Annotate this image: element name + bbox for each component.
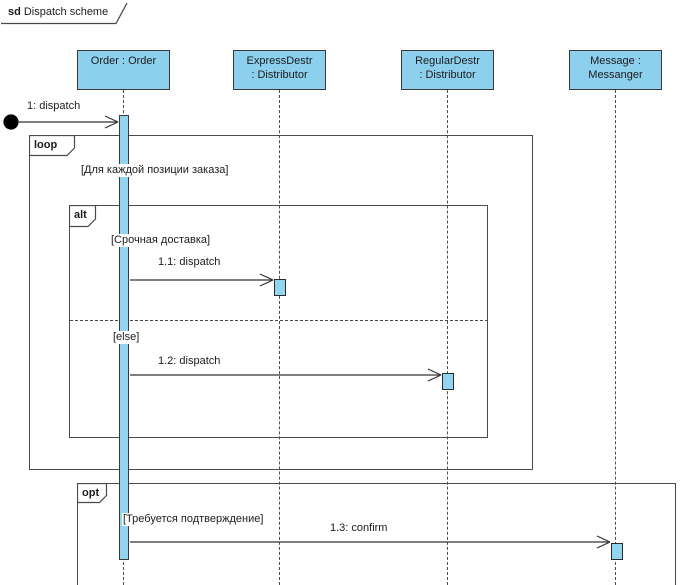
fragment-loop-operator-tab[interactable]: loop (29, 135, 76, 157)
lifeline-label: : Distributor (419, 69, 476, 81)
found-message-circle[interactable] (3, 114, 19, 130)
alt-guard-urgent-label[interactable]: [Срочная доставка] (110, 234, 212, 247)
alt-guard-else-label[interactable]: [else] (112, 331, 141, 344)
fragment-opt-operator-tab[interactable]: opt (77, 483, 108, 504)
frame-name: Dispatch scheme (23, 6, 109, 18)
lifeline-label: Order : Order (90, 55, 157, 67)
lifeline-head-express[interactable]: ExpressDestr : Distributor (233, 50, 326, 90)
fragment-alt-divider (70, 320, 488, 321)
lifeline-label: : Distributor (251, 69, 308, 81)
loop-guard-label[interactable]: [Для каждой позиции заказа] (80, 164, 230, 177)
lifeline-label: RegularDestr (415, 55, 480, 67)
message-1-1-label[interactable]: 1.1: dispatch (158, 256, 221, 268)
lifeline-label: Message : (590, 55, 641, 67)
lifeline-head-messanger[interactable]: Message : Messanger (569, 50, 662, 90)
frame-title-outline (1, 2, 128, 25)
pentagon-shape (69, 205, 97, 228)
alt-operator-label: alt (74, 209, 87, 221)
lifeline-head-order[interactable]: Order : Order (77, 50, 170, 90)
message-1-3-label[interactable]: 1.3: confirm (330, 522, 388, 534)
lifeline-line-express (279, 90, 280, 585)
message-1-arrowhead-icon (104, 115, 119, 129)
fragment-alt[interactable] (69, 205, 488, 438)
message-1-2-label[interactable]: 1.2: dispatch (158, 355, 221, 367)
activation-bar-express[interactable] (274, 279, 286, 296)
loop-operator-label: loop (34, 139, 58, 151)
opt-guard-label[interactable]: [Требуется подтверждение] (122, 513, 265, 526)
opt-operator-label: opt (82, 487, 100, 499)
pentagon-shape (29, 135, 76, 157)
message-1-label[interactable]: 1: dispatch (27, 100, 81, 112)
fragment-opt[interactable] (77, 483, 676, 585)
lifeline-line-regular (447, 90, 448, 585)
activation-bar-messanger[interactable] (611, 543, 623, 560)
activation-bar-regular[interactable] (442, 373, 454, 390)
lifeline-line-messanger (615, 90, 616, 585)
frame-keyword: sd (8, 6, 21, 18)
fragment-loop[interactable] (29, 135, 533, 470)
fragment-alt-operator-tab[interactable]: alt (69, 205, 97, 228)
lifeline-label: Messanger (588, 69, 643, 81)
pentagon-shape (77, 483, 108, 504)
lifeline-label: ExpressDestr (246, 55, 313, 67)
lifeline-head-regular[interactable]: RegularDestr : Distributor (401, 50, 494, 90)
